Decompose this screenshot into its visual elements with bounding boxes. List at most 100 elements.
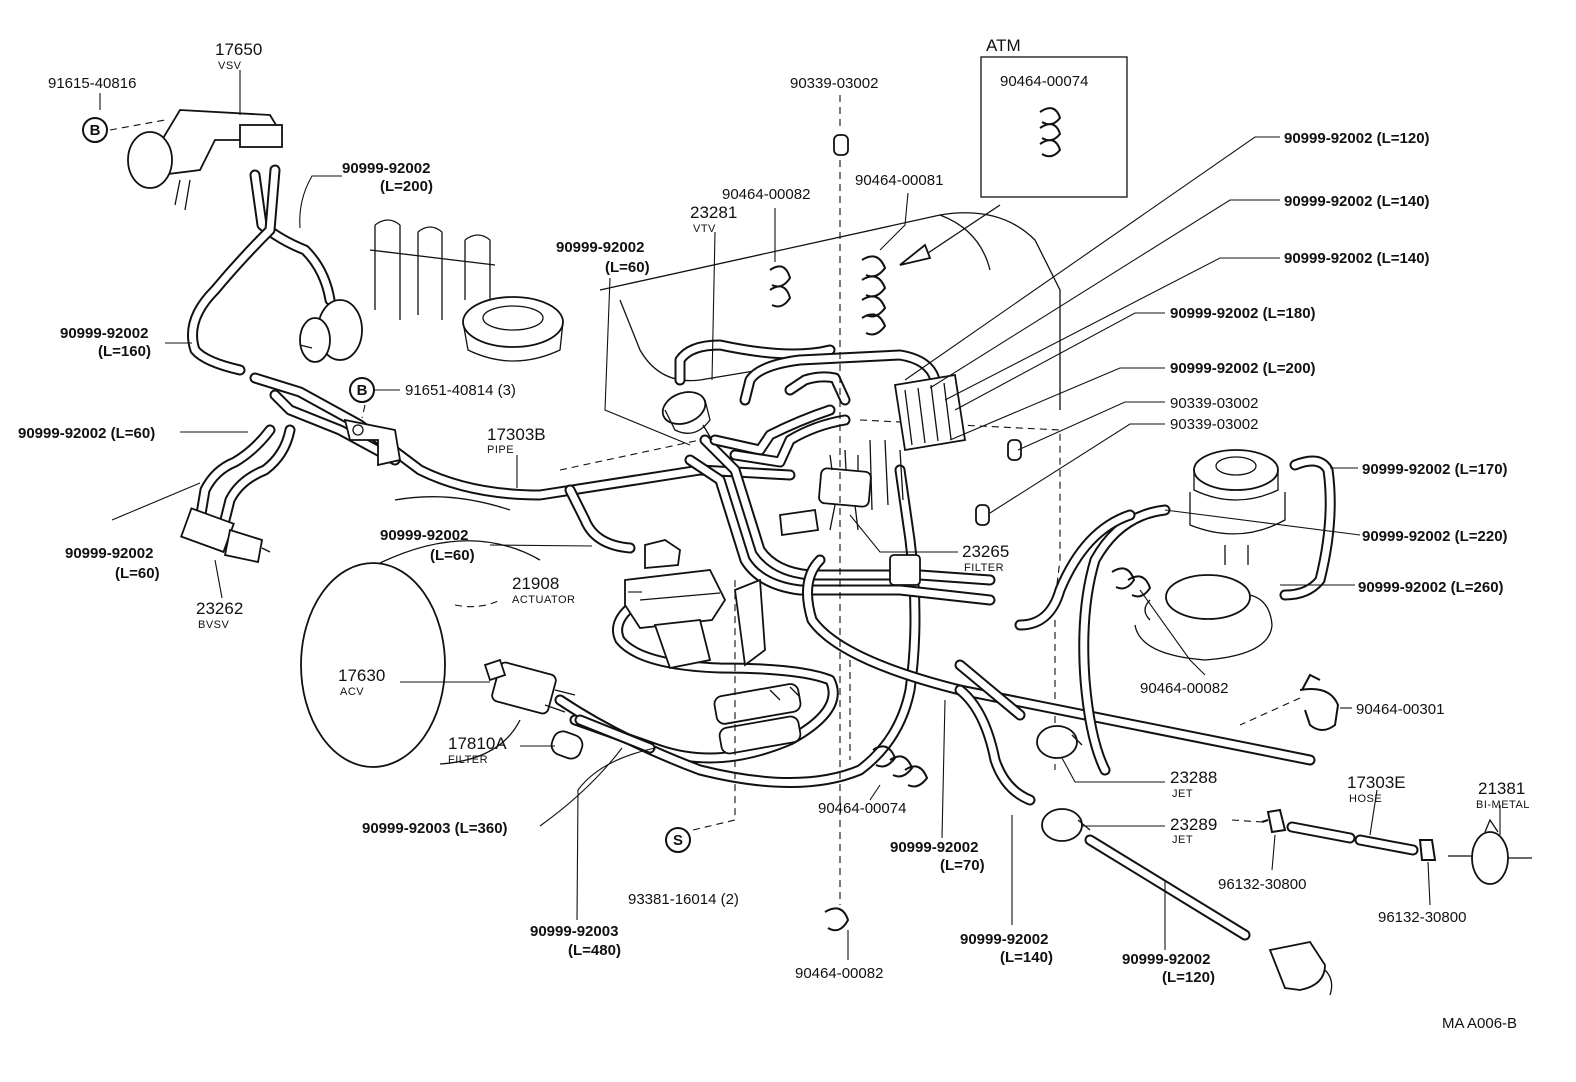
label-91651: 91651-40814 (3) [405, 382, 516, 399]
air-cleaner-housing [300, 496, 541, 768]
label-filter-23265: FILTER [964, 562, 1004, 574]
label-hose-l60-b-num: 90999-92002 [65, 545, 153, 562]
vsv-17650-body [127, 109, 284, 211]
label-hose-l180: 90999-92002 (L=180) [1170, 305, 1316, 322]
label-hose-l60-c-len: (L=60) [605, 259, 650, 276]
caps-90339 [833, 134, 1022, 526]
distributor-caps [369, 219, 496, 320]
label-90464-00082-a: 90464-00082 [722, 186, 810, 203]
jets-23288-23289 [1036, 725, 1091, 842]
label-hose-l120-b-num: 90999-92002 [1122, 951, 1210, 968]
lower-right-unit [1268, 940, 1333, 996]
label-jet-23288: JET [1172, 788, 1193, 800]
label-hose-l480-len: (L=480) [568, 942, 621, 959]
label-17650: 17650 [215, 40, 262, 59]
label-hose-l140-c-num: 90999-92002 [960, 931, 1048, 948]
bvsv-23262-body [180, 507, 271, 564]
label-96132-b: 96132-30800 [1378, 909, 1466, 926]
label-23262: 23262 [196, 599, 243, 618]
label-17630: 17630 [338, 666, 385, 685]
label-90464-00082-c: 90464-00082 [795, 965, 883, 982]
label-21908: 21908 [512, 574, 559, 593]
label-hose-l120-a: 90999-92002 (L=120) [1284, 130, 1430, 147]
label-17810a: 17810A [448, 734, 507, 753]
label-hose-l200-b: 90999-92002 (L=200) [1170, 360, 1316, 377]
diagram-code: MA A006-B [1442, 1015, 1517, 1032]
label-hose-l140-c-len: (L=140) [1000, 949, 1053, 966]
actuator-21908-body [624, 539, 727, 670]
label-vtv: VTV [693, 223, 716, 235]
svg-text:S: S [673, 832, 683, 849]
label-actuator: ACTUATOR [512, 594, 576, 606]
label-hose-l360: 90999-92003 (L=360) [362, 820, 508, 837]
label-23289: 23289 [1170, 815, 1217, 834]
label-hose-l480-num: 90999-92003 [530, 923, 618, 940]
acv-17630-body [483, 658, 576, 715]
valve-cluster-top [869, 373, 967, 586]
clamps-90464 [769, 255, 1340, 932]
label-hose-l60-c-num: 90999-92002 [556, 239, 644, 256]
label-90464-00301: 90464-00301 [1356, 701, 1444, 718]
oil-filler-cap [462, 296, 564, 362]
bi-metal-21381-body [1448, 818, 1532, 885]
engine-outline [300, 212, 1286, 770]
label-hose-l200-num: 90999-92002 [342, 160, 430, 177]
svg-text:B: B [90, 122, 101, 139]
label-pipe: PIPE [487, 444, 514, 456]
label-hose-l160-len: (L=160) [98, 343, 151, 360]
vacuum-switch-left [299, 299, 363, 363]
label-hose-l60-d-num: 90999-92002 [380, 527, 468, 544]
label-hose-l260: 90999-92002 (L=260) [1358, 579, 1504, 596]
label-bvsv: BVSV [198, 619, 230, 631]
label-17303e: 17303E [1347, 773, 1406, 792]
bracket-91651 [343, 418, 402, 467]
svg-text:B: B [357, 382, 368, 399]
label-90339-c: 90339-03002 [1170, 416, 1258, 433]
connectors-96132 [1261, 808, 1437, 861]
part-labels: ATM 90464-00074 17650 VSV 91615-40816 90… [18, 36, 1530, 1032]
label-17303b: 17303B [487, 425, 546, 444]
label-hose-l70-len: (L=70) [940, 857, 985, 874]
bracket-and-valves-center [713, 578, 802, 755]
label-21381: 21381 [1478, 779, 1525, 798]
label-90339-a: 90339-03002 [790, 75, 878, 92]
label-hose-l70-num: 90999-92002 [890, 839, 978, 856]
label-hose-l160-num: 90999-92002 [60, 325, 148, 342]
label-90464-00074-b: 90464-00074 [818, 800, 906, 817]
label-hose-l60-a: 90999-92002 (L=60) [18, 425, 155, 442]
label-hose-l140-b: 90999-92002 (L=140) [1284, 250, 1430, 267]
label-hose-l170: 90999-92002 (L=170) [1362, 461, 1508, 478]
filter-17810a-body [550, 730, 584, 760]
atm-box-title: ATM [986, 36, 1021, 55]
filter-23265-body [779, 449, 872, 537]
label-acv: ACV [340, 686, 364, 698]
label-hose-l60-b-len: (L=60) [115, 565, 160, 582]
symbol-b-91615: B [82, 117, 108, 143]
label-91615: 91615-40816 [48, 75, 136, 92]
atm-box [899, 56, 1128, 266]
label-hose-l220: 90999-92002 (L=220) [1362, 528, 1508, 545]
label-90339-b: 90339-03002 [1170, 395, 1258, 412]
label-hose-l120-b-len: (L=120) [1162, 969, 1215, 986]
label-jet-23289: JET [1172, 834, 1193, 846]
hose-network [187, 164, 1419, 941]
label-vsv: VSV [218, 60, 242, 72]
atm-box-part: 90464-00074 [1000, 73, 1088, 90]
label-filter-17810a: FILTER [448, 754, 488, 766]
label-bi-metal: BI-METAL [1476, 799, 1530, 811]
label-hose-17303e: HOSE [1349, 793, 1382, 805]
label-hose-l200-len: (L=200) [380, 178, 433, 195]
vtv-23281-body [661, 391, 713, 441]
label-96132-a: 96132-30800 [1218, 876, 1306, 893]
label-hose-l60-d-len: (L=60) [430, 547, 475, 564]
label-23288: 23288 [1170, 768, 1217, 787]
label-90464-00082-b: 90464-00082 [1140, 680, 1228, 697]
leader-lines [99, 70, 1501, 960]
vacuum-diaphragm [1134, 574, 1273, 661]
label-90464-00081: 90464-00081 [855, 172, 943, 189]
label-23281: 23281 [690, 203, 737, 222]
label-93381: 93381-16014 (2) [628, 891, 739, 908]
symbol-b-91651: B [349, 377, 375, 403]
label-23265: 23265 [962, 542, 1009, 561]
